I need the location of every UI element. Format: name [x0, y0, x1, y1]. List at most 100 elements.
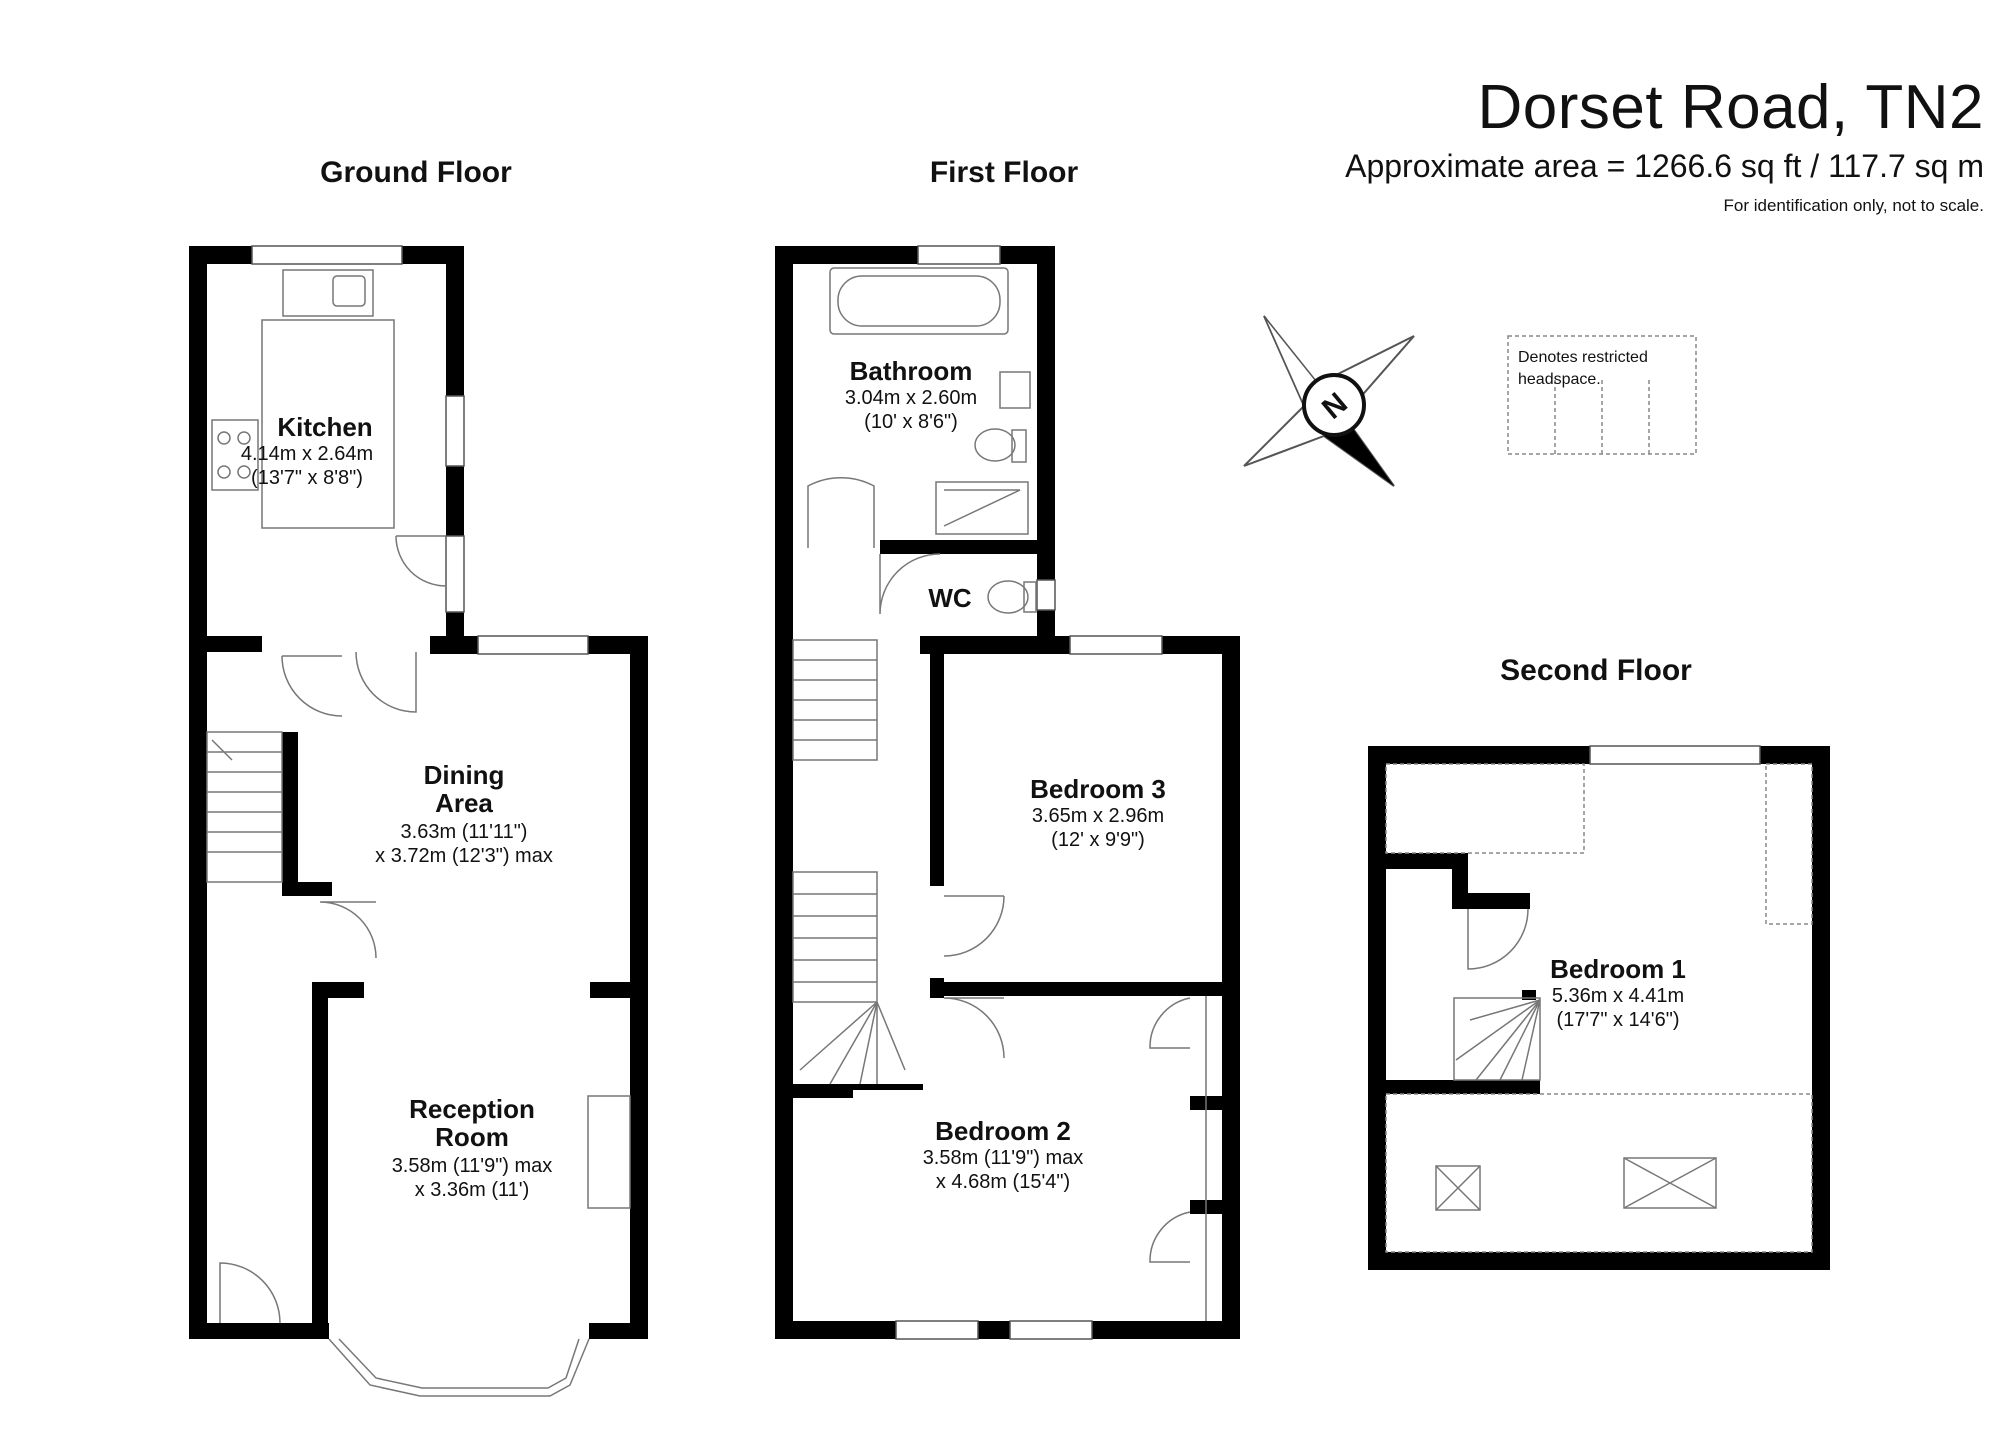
wc-window: [1036, 579, 1056, 611]
bathroom-door-swing: [807, 476, 875, 548]
dining-name-line2: Area: [435, 788, 493, 818]
bedroom3-left-wall: [930, 636, 944, 886]
compass-rose: N: [1243, 315, 1415, 487]
reception-name-line2: Room: [435, 1122, 509, 1152]
reception-left-wall: [312, 982, 328, 1339]
restricted-zone-top: [1385, 763, 1585, 854]
bathtub-basin: [837, 275, 1001, 327]
kitchen-door-swing: [355, 651, 417, 713]
kitchen-right-wall: [446, 246, 464, 536]
bedroom1-dim-metric: 5.36m x 4.41m: [1552, 985, 1684, 1007]
bedroom2-dim-line2: x 4.68m (15'4"): [936, 1171, 1070, 1193]
wardrobe-door-swing: [1149, 997, 1191, 1049]
second-floor-stairs: [1453, 997, 1541, 1081]
restricted-zone-right: [1765, 763, 1813, 925]
second-floor-plan: Second Floor Bedroom 1 5.36m x 4.41m (17…: [1368, 654, 1830, 1270]
kitchen-window-top: [251, 245, 403, 265]
bedroom3-bottom-wall: [944, 982, 1222, 996]
ground-bottom-left-wall: [189, 1323, 329, 1339]
bedroom2-door-swing: [943, 997, 1005, 1059]
sink-bowl: [332, 275, 366, 307]
ground-bottom-right-wall: [589, 1323, 648, 1339]
bedroom3-name: Bedroom 3: [1030, 774, 1166, 804]
stair-enclosure-ledge: [1452, 893, 1530, 909]
stair-wall: [282, 732, 298, 882]
kitchen-dim-metric: 4.14m x 2.64m: [241, 443, 373, 465]
reception-dim-line1: 3.58m (11'9") max: [392, 1155, 553, 1177]
bathroom-right-wall: [1037, 246, 1055, 636]
kitchen-window-side: [445, 395, 465, 467]
bathroom-name: Bathroom: [850, 356, 973, 386]
bay-window-inner: [338, 1338, 580, 1389]
bedroom3-left-pier: [930, 978, 944, 998]
first-right-wall: [1222, 636, 1240, 1339]
hob-ring: [217, 465, 231, 479]
landing-rail: [853, 1084, 923, 1090]
stair-post: [1522, 990, 1536, 1000]
stair-enclosure-bottom: [1386, 1080, 1540, 1094]
bathroom-window: [917, 245, 1001, 265]
bedroom1-window: [1589, 745, 1761, 765]
wc-door-swing: [879, 553, 941, 615]
bedroom3-dim-metric: 3.65m x 2.96m: [1032, 805, 1164, 827]
second-bottom-wall: [1368, 1252, 1830, 1270]
kitchen-hob: [211, 419, 259, 491]
legend-text-line1: Denotes restricted: [1518, 349, 1648, 366]
bay-window-outer: [328, 1338, 590, 1397]
reception-fireplace: [587, 1095, 631, 1209]
hob-ring: [237, 465, 251, 479]
kitchen-side-door-swing: [395, 535, 447, 587]
shower-tray-fall: [943, 489, 1021, 527]
kitchen-sink: [282, 269, 374, 317]
stair-wall-foot: [282, 882, 332, 896]
ground-left-wall: [189, 246, 207, 1339]
bathroom-toilet: [974, 428, 1016, 462]
bedroom1-name: Bedroom 1: [1550, 954, 1686, 984]
hob-ring: [217, 431, 231, 445]
hob-ring: [237, 431, 251, 445]
wc-cistern: [1023, 581, 1037, 613]
shower-tray: [935, 481, 1029, 535]
second-floor-label: Second Floor: [1500, 654, 1692, 687]
kitchen-side-door-frame: [445, 535, 465, 613]
dining-dim-line2: x 3.72m (12'3") max: [375, 845, 553, 867]
toilet-cistern: [1011, 429, 1027, 463]
first-bottom-wall: [775, 1321, 1240, 1339]
restricted-zone-bottom: [1385, 1093, 1813, 1253]
reception-right-pier: [590, 982, 648, 998]
bath-wc-wall: [880, 540, 1055, 554]
reception-dim-line2: x 3.36m (11'): [415, 1179, 530, 1201]
landing-bottom-wall: [793, 1084, 853, 1098]
bathroom-dim-metric: 3.04m x 2.60m: [845, 387, 977, 409]
bedroom3-dim-imperial: (12' x 9'9"): [1051, 829, 1145, 851]
stair-enclosure-top: [1386, 853, 1456, 869]
wc-name: WC: [928, 583, 972, 613]
first-floor-label: First Floor: [930, 156, 1079, 189]
restricted-headspace-legend: Denotes restricted headspace.: [1507, 335, 1697, 455]
area-summary: Approximate area = 1266.6 sq ft / 117.7 …: [1345, 148, 1984, 184]
skylight: [1623, 1157, 1717, 1209]
property-title: Dorset Road, TN2: [1477, 73, 1984, 142]
kitchen-hall-wall: [207, 636, 262, 652]
bathroom-basin: [999, 371, 1031, 409]
reception-name-line1: Reception: [409, 1094, 535, 1124]
bedroom2-window-left: [895, 1320, 979, 1340]
first-top-wall: [775, 246, 1055, 264]
kitchen-name: Kitchen: [277, 412, 372, 442]
dining-window: [477, 635, 589, 655]
kitchen-worktop: [261, 319, 395, 529]
first-floor-plan: First Floor: [775, 156, 1240, 1340]
dining-name-line1: Dining: [424, 760, 505, 790]
reception-door-swing: [319, 901, 377, 959]
ground-floor-plan: Ground Floor: [189, 156, 648, 1397]
legend-text-line2: headspace.: [1518, 371, 1601, 388]
first-floor-stairs: [792, 639, 906, 1085]
bedroom3-window: [1069, 635, 1163, 655]
wc-toilet: [987, 580, 1029, 614]
ground-floor-label: Ground Floor: [320, 156, 512, 189]
bedroom2-window-right: [1009, 1320, 1093, 1340]
bedroom1-dim-imperial: (17'7" x 14'6"): [1556, 1009, 1679, 1031]
bathtub: [829, 267, 1009, 335]
hall-door-swing: [281, 655, 343, 717]
compass-circle: [1302, 373, 1366, 437]
